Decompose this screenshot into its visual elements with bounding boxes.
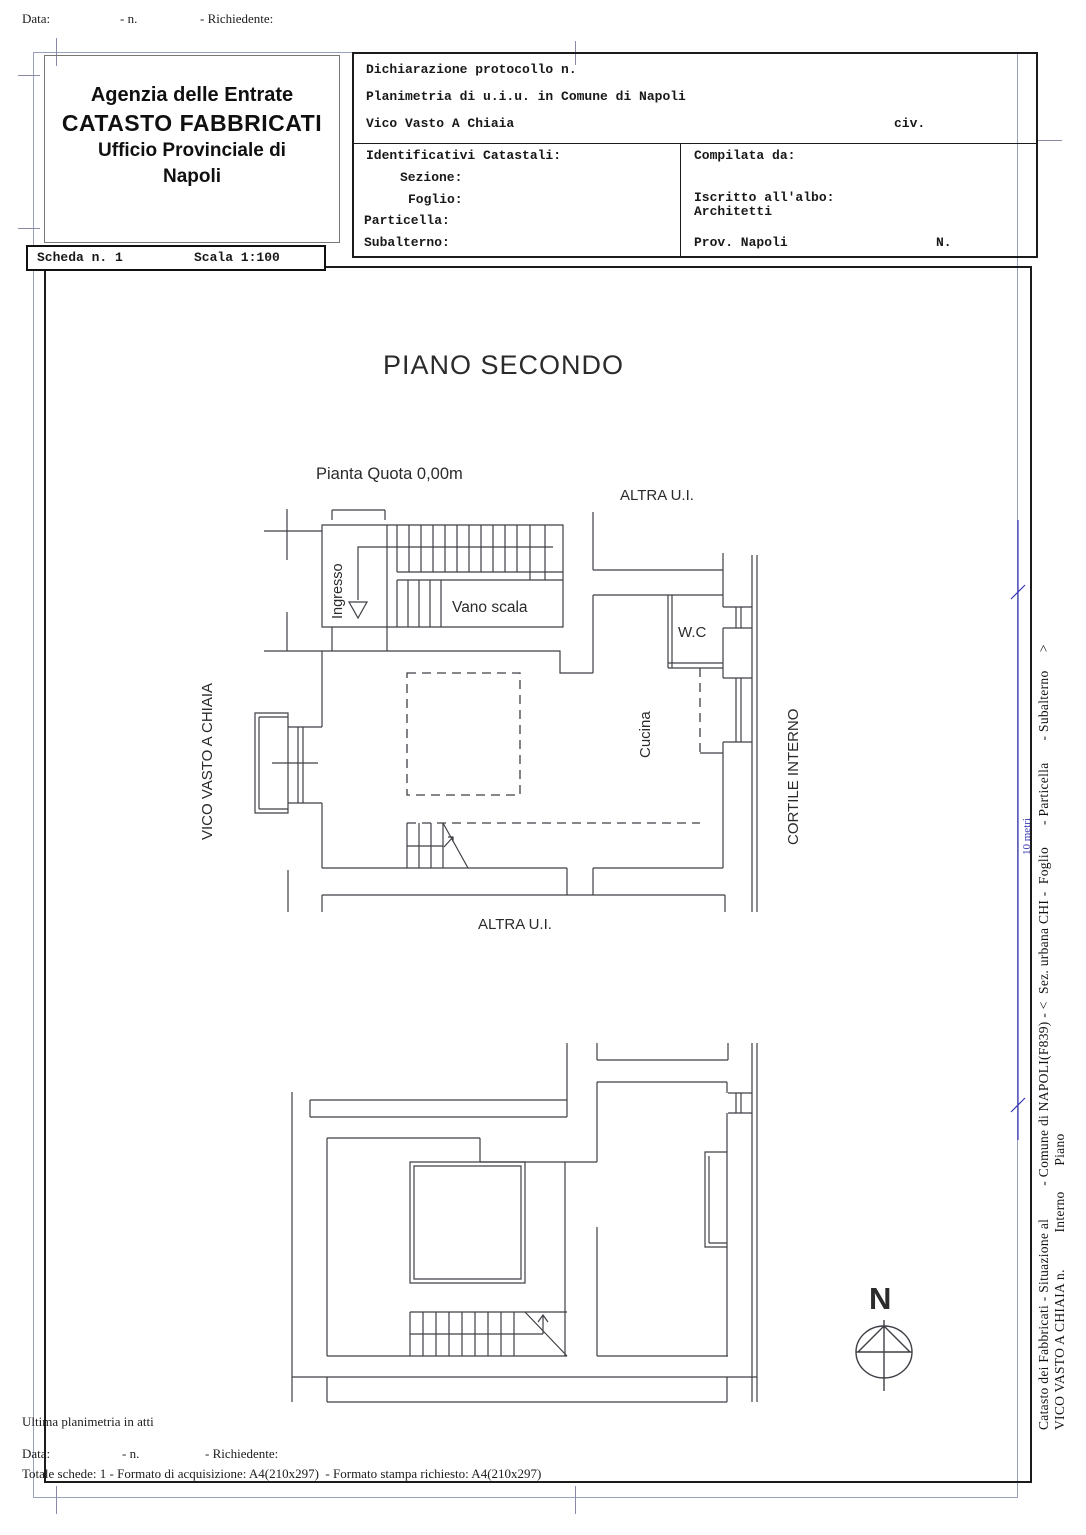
- footer-richiedente-label: - Richiedente:: [205, 1446, 279, 1461]
- protocol-civ: civ.: [894, 116, 926, 131]
- crop-tick-left-mid: [18, 228, 40, 229]
- compilata-iscritto: Iscritto all'albo:: [694, 190, 835, 205]
- crop-tick-bottom-mid: [575, 1486, 576, 1514]
- protocol-divider-v: [680, 143, 681, 257]
- room-label-wc: W.C: [678, 624, 707, 641]
- protocol-box: Dichiarazione protocollo n. Planimetria …: [352, 52, 1038, 258]
- scale-label: Scala 1:100: [194, 250, 280, 265]
- top-data-label: Data:: [22, 11, 51, 26]
- upper-floor-plan: [254, 509, 758, 912]
- footer-n-label: - n.: [122, 1446, 140, 1461]
- drawing-border: [44, 266, 1032, 1483]
- protocol-declaration: Dichiarazione protocollo n.: [366, 62, 577, 77]
- north-compass: [855, 1320, 913, 1391]
- catastali-particella: Particella:: [364, 213, 450, 228]
- agency-box: Agenzia delle Entrate CATASTO FABBRICATI…: [44, 55, 340, 243]
- side-caption-line1: Catasto dei Fabbricati - Situazione al -…: [1036, 644, 1051, 1430]
- agency-provincial: Ufficio Provinciale di: [98, 140, 286, 161]
- top-n-label: - n.: [120, 11, 138, 26]
- protocol-divider-h: [354, 143, 1036, 144]
- altra-ui-bottom-label: ALTRA U.I.: [478, 916, 552, 933]
- north-label: N: [869, 1281, 892, 1316]
- altra-ui-top-label: ALTRA U.I.: [620, 487, 694, 504]
- compilata-n: N.: [936, 235, 952, 250]
- crop-tick-left-top: [18, 75, 40, 76]
- catastali-foglio: Foglio:: [408, 192, 463, 207]
- lower-floor-plan: [291, 1043, 758, 1403]
- catastali-sezione: Sezione:: [400, 170, 463, 185]
- crop-tick-right-top: [1038, 140, 1062, 141]
- agency-office: CATASTO FABBRICATI: [61, 110, 323, 136]
- footer-data-label: Data:: [22, 1446, 51, 1461]
- crop-tick-top-left: [56, 38, 57, 66]
- top-richiedente-label: - Richiedente:: [200, 11, 274, 26]
- scheda-box: Scheda n. 1 Scala 1:100: [26, 245, 326, 271]
- agency-name: Agenzia delle Entrate: [90, 84, 294, 106]
- side-caption-line2: VICO VASTO A CHIAIA n. Interno Piano: [1052, 1133, 1067, 1430]
- catastali-title: Identificativi Catastali:: [366, 148, 562, 163]
- protocol-planimetria: Planimetria di u.i.u. in Comune di Napol…: [366, 89, 686, 104]
- agency-city: Napoli: [162, 166, 222, 187]
- footer-ultima: Ultima planimetria in atti: [22, 1414, 154, 1429]
- room-label-vano-scala: Vano scala: [452, 599, 528, 616]
- footer-totale: Totale schede: 1 - Formato di acquisizio…: [22, 1466, 542, 1481]
- compilata-prov: Prov. Napoli: [694, 235, 788, 250]
- plan-title: PIANO SECONDO: [383, 350, 625, 380]
- catastali-subalterno: Subalterno:: [364, 235, 450, 250]
- compilata-title: Compilata da:: [694, 148, 796, 163]
- plan-subtitle: Pianta Quota 0,00m: [316, 465, 463, 483]
- protocol-street: Vico Vasto A Chiaia: [366, 116, 515, 131]
- scheda-number: Scheda n. 1: [37, 250, 123, 265]
- crop-tick-bottom-left: [56, 1486, 57, 1514]
- compilata-albo: Architetti: [694, 204, 773, 219]
- scale-bar: [1010, 520, 1026, 1140]
